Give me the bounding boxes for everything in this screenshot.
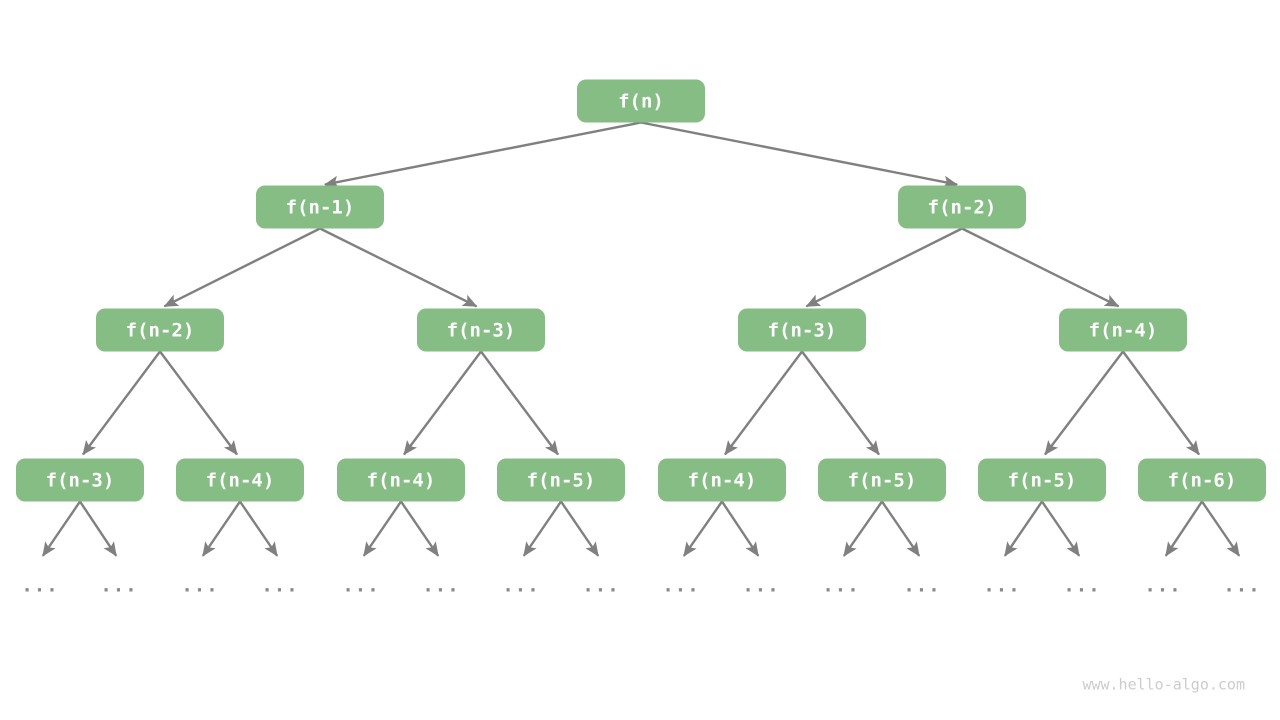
ellipsis-marker: ... <box>1223 575 1260 597</box>
ellipsis-marker: ... <box>662 575 699 597</box>
ellipsis-marker: ... <box>100 575 137 597</box>
ellipsis-marker: ... <box>742 575 779 597</box>
tree-edge <box>163 227 321 308</box>
tree-node-label: f(n-4) <box>688 470 757 492</box>
tree-node[interactable]: f(n-6) <box>1138 458 1266 502</box>
tree-node-box <box>16 458 144 502</box>
tree-node[interactable]: f(n) <box>577 79 705 123</box>
tree-edge <box>201 500 241 557</box>
tree-node[interactable]: f(n-4) <box>658 458 786 502</box>
ellipsis-marker: ... <box>21 575 58 597</box>
tree-node-box <box>818 458 946 502</box>
tree-node[interactable]: f(n-4) <box>176 458 304 502</box>
nodes-layer: f(n) f(n-1) f(n-2) f(n-2) f(n-3) f(n-3) f(n-4)… <box>16 79 1266 502</box>
tree-node-label: f(n-3) <box>46 470 115 492</box>
tree-edge <box>403 350 482 456</box>
ellipsis-marker: ... <box>983 575 1020 597</box>
tree-edge <box>1201 500 1241 557</box>
tree-edge <box>1122 350 1200 456</box>
tree-node[interactable]: f(n-3) <box>738 308 866 352</box>
tree-node-label: f(n-3) <box>768 320 837 342</box>
tree-edge <box>323 121 642 189</box>
ellipsis-marker: ... <box>903 575 940 597</box>
tree-node-label: f(n-5) <box>1008 470 1077 492</box>
ellipses-layer: ........................................… <box>21 575 1260 597</box>
tree-edge <box>362 500 402 557</box>
ellipsis-marker: ... <box>582 575 619 597</box>
tree-edge <box>801 350 880 456</box>
tree-node[interactable]: f(n-2) <box>898 185 1026 229</box>
ellipsis-marker: ... <box>822 575 859 597</box>
tree-node-label: f(n-6) <box>1168 470 1237 492</box>
tree-node-label: f(n-4) <box>1089 320 1158 342</box>
tree-node[interactable]: f(n-5) <box>818 458 946 502</box>
ellipsis-marker: ... <box>181 575 218 597</box>
tree-edge <box>522 500 562 557</box>
tree-node-box <box>497 458 625 502</box>
tree-edge <box>159 350 238 456</box>
tree-node[interactable]: f(n-5) <box>497 458 625 502</box>
tree-node-label: f(n-5) <box>527 470 596 492</box>
tree-edge <box>640 121 959 189</box>
tree-edge <box>239 500 279 557</box>
tree-edge <box>560 500 600 557</box>
tree-edge <box>1041 500 1081 557</box>
tree-node-label: f(n-2) <box>126 320 195 342</box>
tree-node-box <box>337 458 465 502</box>
tree-node-box <box>176 458 304 502</box>
tree-edge <box>1164 500 1203 557</box>
tree-node-label: f(n-5) <box>848 470 917 492</box>
tree-edge <box>480 350 559 456</box>
tree-edge <box>82 350 161 456</box>
ellipsis-marker: ... <box>1144 575 1181 597</box>
tree-edge <box>881 500 921 557</box>
tree-node-box <box>1138 458 1266 502</box>
tree-edge <box>721 500 760 557</box>
tree-node-box <box>978 458 1106 502</box>
tree-node-box <box>738 308 866 352</box>
ellipsis-marker: ... <box>422 575 459 597</box>
tree-node[interactable]: f(n-4) <box>1059 308 1187 352</box>
tree-edge <box>319 227 478 308</box>
tree-node-box <box>898 185 1026 229</box>
tree-node-box <box>658 458 786 502</box>
tree-edge <box>961 227 1120 308</box>
tree-edge <box>842 500 883 557</box>
tree-node[interactable]: f(n-4) <box>337 458 465 502</box>
tree-edge <box>79 500 118 557</box>
tree-node-label: f(n-3) <box>447 320 516 342</box>
tree-node-label: f(n-4) <box>367 470 436 492</box>
tree-node[interactable]: f(n-5) <box>978 458 1106 502</box>
tree-node-box <box>1059 308 1187 352</box>
tree-node-label: f(n-4) <box>206 470 275 492</box>
tree-edge <box>724 350 803 456</box>
ellipsis-marker: ... <box>502 575 539 597</box>
tree-edge <box>805 227 963 308</box>
ellipsis-marker: ... <box>1063 575 1100 597</box>
tree-node-box <box>417 308 545 352</box>
tree-node-box <box>256 185 384 229</box>
watermark-text: www.hello-algo.com <box>1082 676 1245 694</box>
edges-layer <box>41 121 1241 557</box>
ellipsis-marker: ... <box>261 575 298 597</box>
tree-node-box <box>577 79 705 123</box>
tree-node[interactable]: f(n-1) <box>256 185 384 229</box>
tree-edge <box>682 500 723 557</box>
tree-edge <box>1003 500 1043 557</box>
tree-node[interactable]: f(n-3) <box>417 308 545 352</box>
tree-node[interactable]: f(n-2) <box>96 308 224 352</box>
tree-node-label: f(n-2) <box>928 197 997 219</box>
tree-edge <box>1044 350 1124 456</box>
tree-node-box <box>96 308 224 352</box>
tree-node-label: f(n-1) <box>286 197 355 219</box>
ellipsis-marker: ... <box>342 575 379 597</box>
tree-edge <box>41 500 81 557</box>
tree-node[interactable]: f(n-3) <box>16 458 144 502</box>
tree-node-label: f(n) <box>618 91 664 113</box>
tree-edge <box>400 500 440 557</box>
